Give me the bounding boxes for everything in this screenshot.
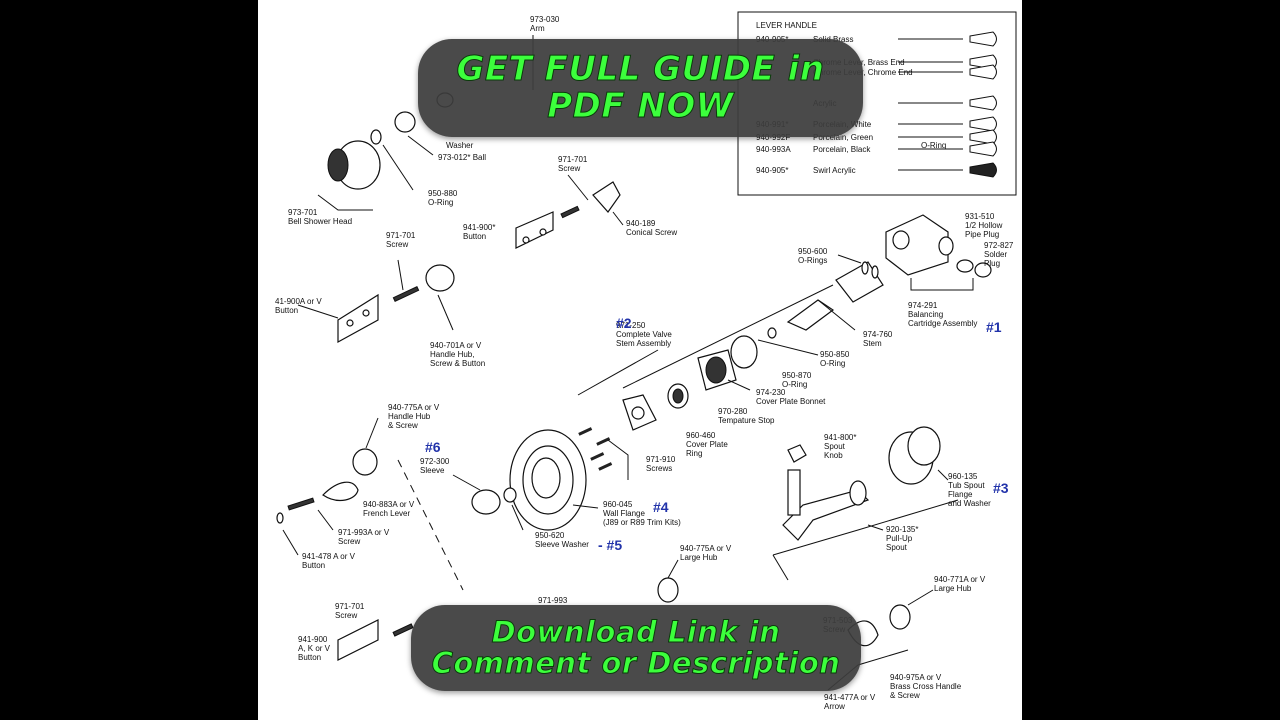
handle-hub-group: [297, 259, 455, 344]
legend-oring-label: O-Ring: [921, 141, 946, 150]
legend-row-code: 940-993A: [756, 145, 791, 154]
banner-bottom-line-1: Download Link in: [491, 614, 781, 649]
banner-top-line-1: GET FULL GUIDE in: [456, 49, 825, 90]
banner-top-line-2: PDF NOW: [547, 86, 734, 126]
legend-row-desc: Swirl Acrylic: [813, 166, 856, 175]
ball-part: [394, 111, 416, 133]
lever-handle-icon: [969, 64, 997, 80]
legend-title: LEVER HANDLE: [756, 21, 817, 30]
diagram-canvas: LEVER HANDLE 940-905*Solid BrassChrome L…: [275, 11, 1017, 711]
callout-3: #3: [993, 480, 1009, 496]
callout-4: #4: [653, 499, 669, 515]
washer-part: [370, 129, 382, 145]
callout-2: #2: [616, 315, 632, 331]
part-label-washer: Washer: [446, 141, 474, 150]
lever-handle-icon: [969, 162, 997, 178]
lever-handle-icon: [969, 141, 997, 157]
callout-6: #6: [425, 439, 441, 455]
legend-row-desc: Porcelain, Black: [813, 145, 871, 154]
legend-row-desc: Porcelain, Green: [813, 133, 873, 142]
callout-1: #1: [986, 319, 1002, 335]
download-link-banner: Download Link in Comment or Description: [411, 605, 861, 691]
valve-stem-group: [577, 284, 834, 431]
shower-head-group: [317, 35, 534, 211]
conical-screw-group: [515, 174, 624, 249]
callout-5: - #5: [598, 537, 622, 553]
banner-bottom-line-2: Comment or Description: [431, 646, 841, 680]
lever-handle-icon: [969, 31, 997, 47]
bell-shower-head-face: [327, 148, 349, 182]
tub-spout-group: [772, 426, 959, 581]
part-label-button-941-900: 941-900*Button: [463, 223, 495, 241]
cartridge-assembly-group: [786, 214, 992, 331]
wall-flange-group: [509, 427, 629, 531]
lever-handle-icon: [969, 95, 997, 111]
french-lever-group: [276, 417, 524, 591]
get-guide-banner: GET FULL GUIDE in PDF NOW: [418, 39, 863, 137]
part-label-ball: 973-012* Ball: [438, 153, 486, 162]
legend-row-code: 940-905*: [756, 166, 788, 175]
part-label-screw-971-993: 971-993: [538, 596, 568, 605]
legend-row-code: 940-992F: [756, 133, 790, 142]
